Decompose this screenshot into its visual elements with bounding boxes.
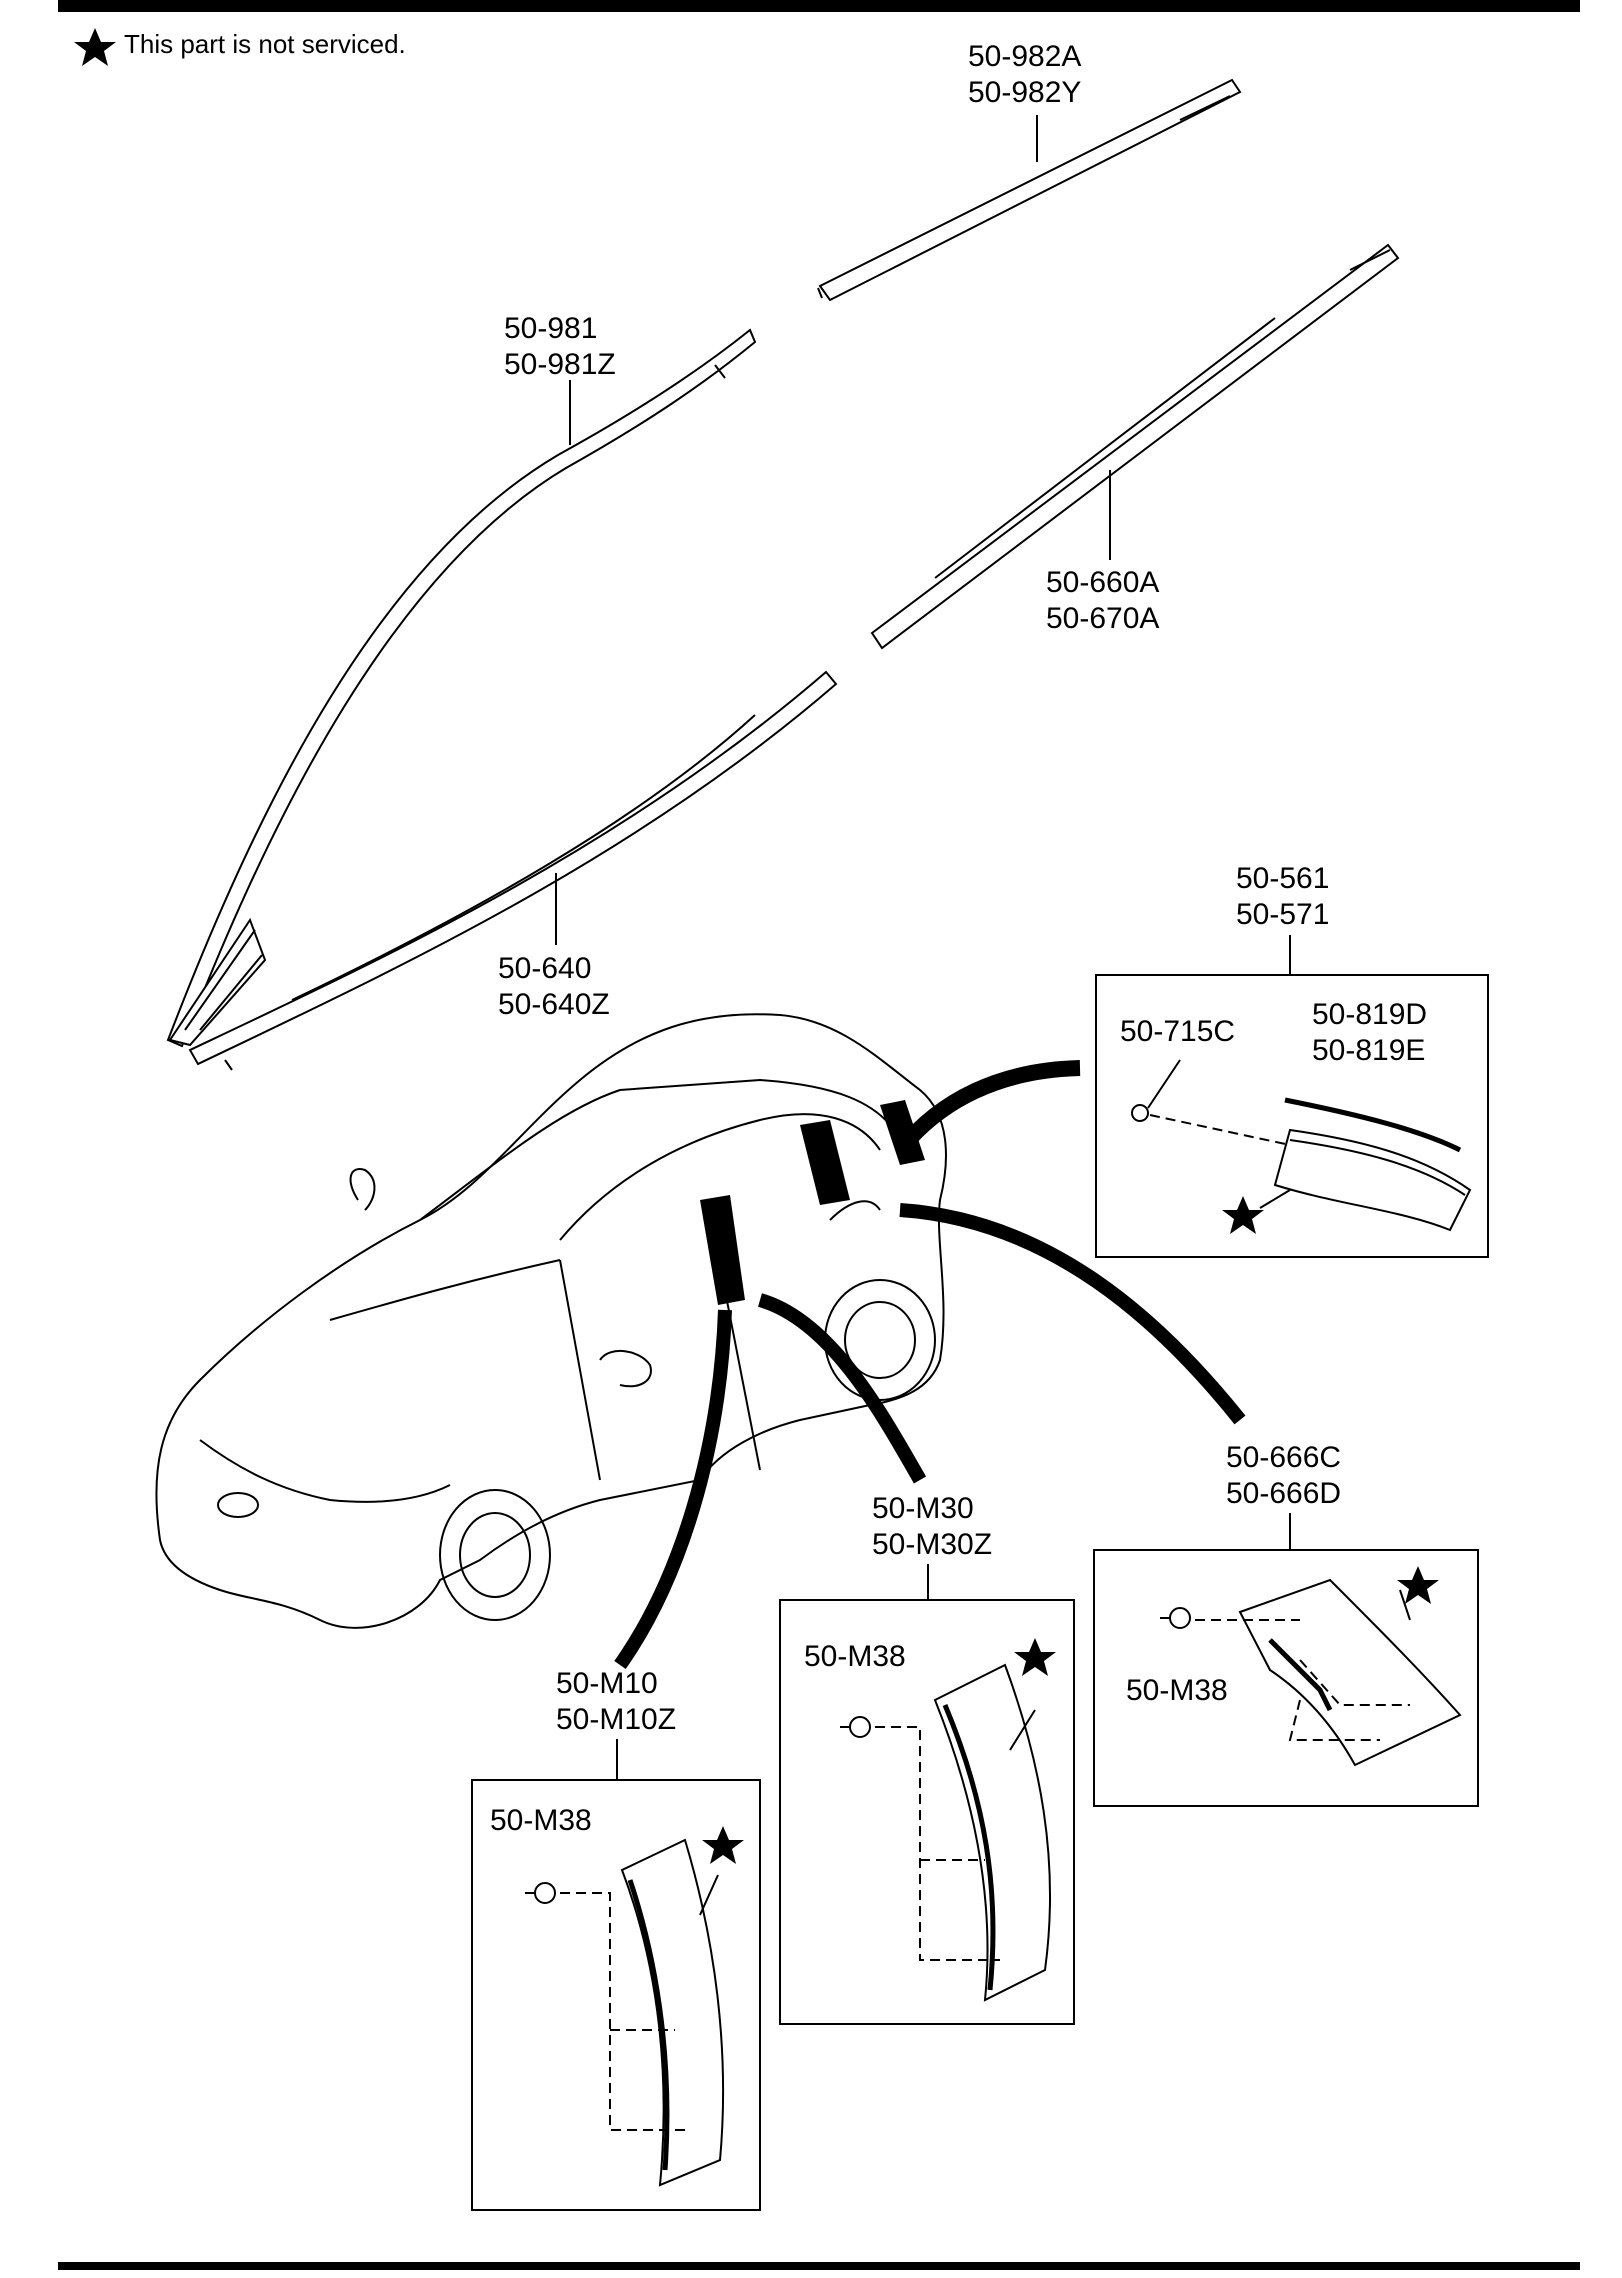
label-a-pillar-1: 50-981: [504, 312, 597, 345]
label-clip-c: 50-715C: [1120, 1015, 1235, 1048]
label-fastener-1: 50-M38: [1126, 1674, 1228, 1707]
box-pillar-front: [471, 1779, 761, 2211]
label-pillar-front-1: 50-M10: [556, 1667, 658, 1700]
label-pillar-mid-1: 50-M30: [872, 1492, 974, 1525]
pillar-bands: [700, 1100, 925, 1305]
label-molding-c-2: 50-819E: [1312, 1034, 1425, 1067]
label-roof-rear-1: 50-982A: [968, 40, 1081, 73]
label-roof-rear-2: 50-982Y: [968, 76, 1081, 109]
legend-text: This part is not serviced.: [124, 29, 406, 59]
garnish-c-drawing: [1131, 1059, 1472, 1232]
legend-note: This part is not serviced.: [74, 28, 406, 66]
star-icon: [702, 1826, 744, 1864]
top-rule: [58, 0, 1580, 12]
callout-curves: [614, 1060, 1246, 1670]
label-front-belt-2: 50-640Z: [498, 988, 610, 1021]
star-icon: [74, 28, 116, 66]
star-icon: [1397, 1566, 1439, 1604]
label-fastener-3: 50-M38: [490, 1804, 592, 1837]
star-icon: [1222, 1196, 1264, 1234]
label-rear-corner-2: 50-666D: [1226, 1477, 1341, 1510]
label-garnish-c-2: 50-571: [1236, 898, 1329, 931]
rear-corner-drawing: [1160, 1578, 1462, 1767]
label-front-belt-1: 50-640: [498, 952, 591, 985]
label-fastener-2: 50-M38: [804, 1640, 906, 1673]
label-rear-belt-1: 50-660A: [1046, 566, 1159, 599]
front-belt-molding: [188, 670, 838, 1071]
star-icon: [1014, 1638, 1056, 1676]
bottom-rule: [58, 2262, 1580, 2270]
pillar-mid-drawing: [840, 1663, 1052, 2002]
roof-rear-molding: [817, 78, 1242, 302]
label-a-pillar-2: 50-981Z: [504, 348, 616, 381]
vehicle-outline: [155, 1013, 947, 1629]
label-pillar-mid-2: 50-M30Z: [872, 1528, 992, 1561]
box-pillar-mid: [779, 1599, 1075, 2025]
a-pillar-molding: [166, 328, 757, 1048]
pillar-front-drawing: [525, 1838, 725, 2187]
label-rear-belt-2: 50-670A: [1046, 602, 1159, 635]
label-garnish-c-1: 50-561: [1236, 862, 1329, 895]
label-rear-corner-1: 50-666C: [1226, 1441, 1341, 1474]
rear-belt-molding: [870, 243, 1400, 650]
box-rear-corner: [1093, 1549, 1479, 1807]
box-garnish-c: [1095, 974, 1489, 1258]
label-pillar-front-2: 50-M10Z: [556, 1703, 676, 1736]
label-molding-c-1: 50-819D: [1312, 998, 1427, 1031]
